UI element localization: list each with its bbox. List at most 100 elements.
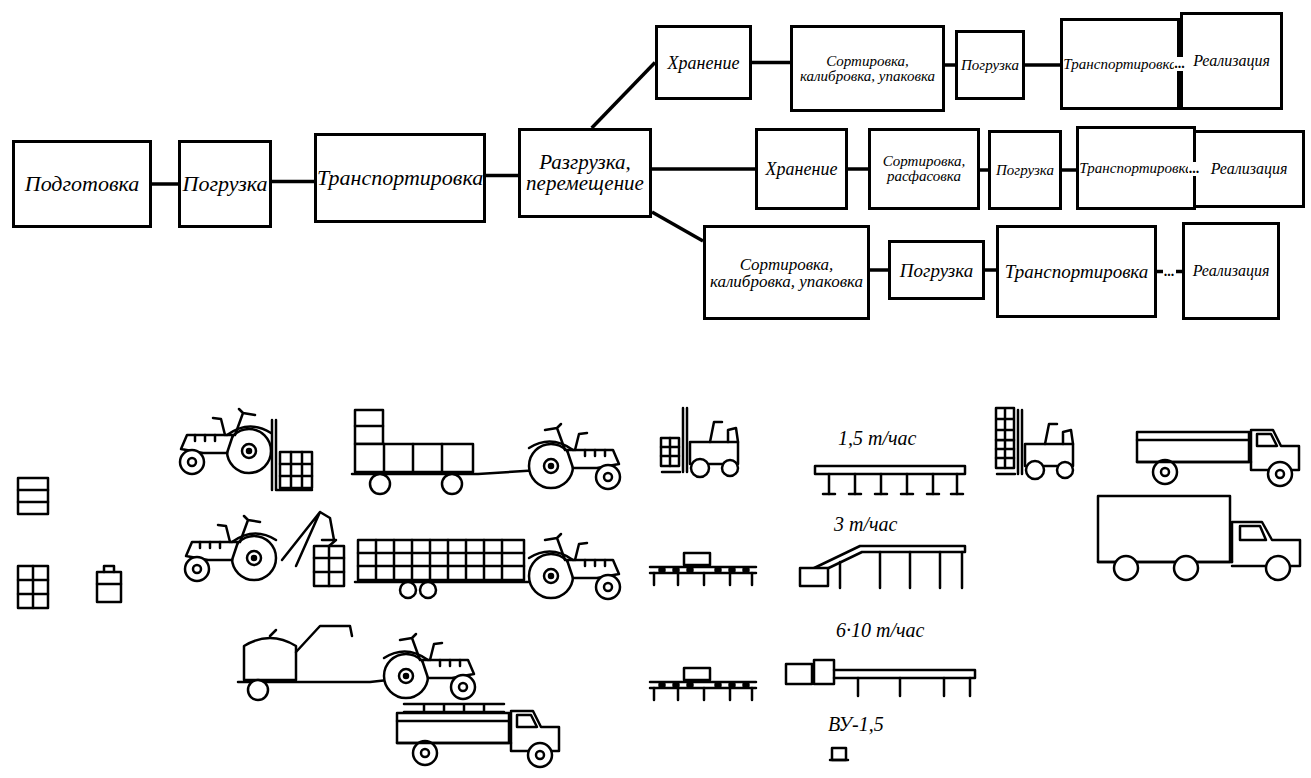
crate-stack-icon [18,566,48,608]
process-box: Погрузка [955,30,1025,100]
tractor-with-fork [280,452,312,488]
roller-conveyor [650,668,756,700]
process-box: Реализация [1182,222,1280,320]
crate-trailer-long [358,540,524,580]
crate-stack-icon [18,566,48,608]
box-text: Сортировка, калибровка, упаковка [709,256,864,290]
tractor-with-crane [185,512,344,586]
truck-cargo [404,704,504,712]
sorting-conveyor [858,678,970,696]
bin-trailer-tractor [238,626,475,700]
scale-icon [830,748,848,760]
box-icon [97,566,121,602]
capacity-label: 1,5 т/час [836,428,918,448]
sorting-conveyor [786,664,812,684]
tractor-with-crane [314,540,344,586]
inclined-conveyor [810,546,965,576]
box-truck [1098,496,1300,580]
tractor-with-fork [280,452,312,488]
crate-icon [18,490,48,502]
ellipsis-label: ... [1163,265,1176,279]
process-box: Погрузка [178,140,272,228]
box-text: Подготовка [25,173,140,195]
flatbed-truck [397,711,559,767]
connector-line [870,268,888,272]
box-text: Реализация [1193,263,1270,279]
tractor-with-fork [180,409,271,474]
process-box: Реализация [1180,12,1283,110]
process-box: Транспортировка [314,133,486,223]
box-text: Погрузка [961,58,1019,73]
process-box: Транспортировка [1060,18,1180,110]
process-box: Транспортировка [1076,126,1196,210]
box-text: Сортировка, расфасовка [874,154,974,184]
crate-trailer-long [420,582,436,598]
forklift [661,408,738,477]
connector-line [652,167,755,171]
crate-trailer-long [376,540,502,580]
box-text: Транспортировка [317,167,483,189]
box-text: Погрузка [996,163,1054,178]
sorting-conveyor [834,670,975,678]
box-text: Погрузка [900,261,973,280]
ellipsis-label: ... [1174,57,1187,71]
box-icon [97,572,121,602]
box-truck [1098,496,1230,562]
crate-trailer [355,444,473,472]
connector-line [980,168,988,172]
connector-line [272,180,314,184]
crate-trailer-long [358,553,524,566]
crate-trailer [442,474,462,494]
truck [1137,430,1299,486]
inclined-conveyor [800,568,828,586]
crate-icon [18,478,48,514]
process-box: Реализация [1193,130,1305,208]
connector-line [945,63,955,67]
box-text: Реализация [1193,53,1270,69]
box-truck [1266,556,1290,580]
truck-cargo [404,704,504,712]
crate-trailer [384,444,442,472]
process-box: Разгрузка, перемещение [518,128,652,218]
inclined-conveyor [840,552,962,588]
box-text: Погрузка [183,173,268,195]
belt-conveyor [815,466,965,494]
crate-trailer [529,424,620,489]
box-text: Хранение [766,160,838,178]
box-text: Реализация [1211,161,1288,177]
scale-icon [832,748,846,760]
inclined-conveyor [800,546,965,588]
roller-conveyor [650,553,756,585]
box-icon [97,566,121,584]
process-box: Хранение [655,25,752,100]
box-text: Транспортировка [1063,57,1176,72]
box-text: Хранение [668,54,740,72]
crate-trailer-long [529,534,620,599]
tractor-with-fork [180,409,312,490]
box-text: Транспортировка [1005,262,1149,281]
bin-trailer-tractor [248,680,268,700]
connector-line [486,174,518,178]
box-text: Сортировка, калибровка, упаковка [796,54,939,84]
tractor-with-crane [185,516,276,581]
crate-trailer [352,410,620,494]
forklift-with-crates [996,408,1073,479]
bin-trailer-tractor [384,634,475,699]
sorting-conveyor [786,660,975,696]
crate-stack-icon [18,566,48,608]
connector-line [848,167,868,171]
connector-line [1062,168,1076,172]
capacity-label: ВУ-1,5 [826,714,886,734]
bin-trailer-tractor [244,638,296,680]
scale-icon [830,759,848,762]
crate-trailer [370,474,390,494]
process-box: Сортировка, расфасовка [868,128,980,210]
process-box: Сортировка, калибровка, упаковка [790,25,945,112]
connector-line [985,268,996,272]
process-box: Погрузка [888,240,985,300]
capacity-label: 3 т/час [832,514,899,534]
crate-icon [18,478,48,514]
box-truck [1232,522,1300,566]
